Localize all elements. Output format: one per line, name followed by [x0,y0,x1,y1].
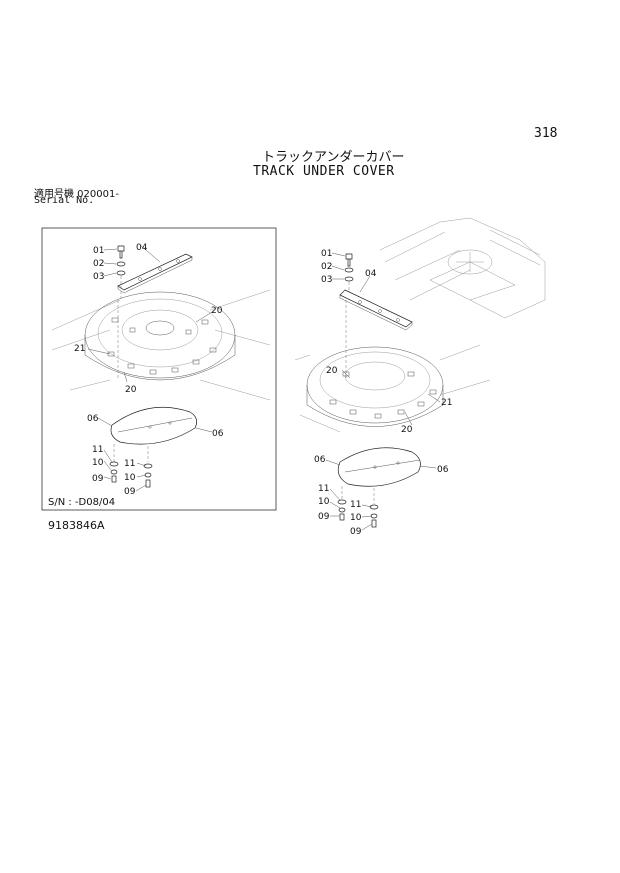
label-09: 09 [92,474,104,484]
cover-rail-04 [339,289,413,328]
label-03: 03 [93,272,104,282]
undercarriage-outline [379,217,546,319]
drawing-id: 9183846A [48,519,105,532]
label-04: 04 [365,269,377,279]
label-03: 03 [321,275,332,285]
title-japanese: トラックアンダーカバー [262,150,405,165]
label-20: 20 [125,385,137,395]
serial-range: S/N : -D08/04 [48,497,115,508]
serial-applicability: 適用号機 020001- [34,189,119,200]
label-06: 06 [437,465,449,475]
label-09: 09 [124,487,136,497]
serial-label: Serial No. [34,195,95,206]
label-20: 20 [401,425,413,435]
label-11: 11 [318,484,329,494]
under-cover-06 [110,406,197,445]
label-10: 10 [318,497,330,507]
label-11: 11 [350,500,361,510]
title-english: TRACK UNDER COVER [253,164,395,179]
label-20: 20 [326,366,338,376]
label-06: 06 [212,429,224,439]
label-04: 04 [136,243,148,253]
label-09: 09 [350,527,362,537]
label-10: 10 [124,473,136,483]
label-11: 11 [92,445,103,455]
left-view-frame [41,227,277,511]
label-10: 10 [92,458,104,468]
right-view: 01 02 03 04 20 21 20 06 06 11 10 09 11 1… [294,217,546,537]
label-09: 09 [318,512,330,522]
cover-rail-04 [117,253,193,291]
label-11: 11 [124,459,135,469]
label-21: 21 [74,344,85,354]
label-20: 20 [211,306,223,316]
label-06: 06 [87,414,99,424]
label-01: 01 [93,246,104,256]
under-cover-06 [337,447,421,487]
swing-circle-outer [306,346,444,424]
label-21: 21 [441,398,452,408]
page-number: 318 [534,126,558,141]
label-02: 02 [321,262,332,272]
label-02: 02 [93,259,104,269]
label-10: 10 [350,513,362,523]
left-view: 01 02 03 04 20 21 20 06 06 11 10 09 11 1… [41,227,277,511]
label-01: 01 [321,249,332,259]
label-06: 06 [314,455,326,465]
